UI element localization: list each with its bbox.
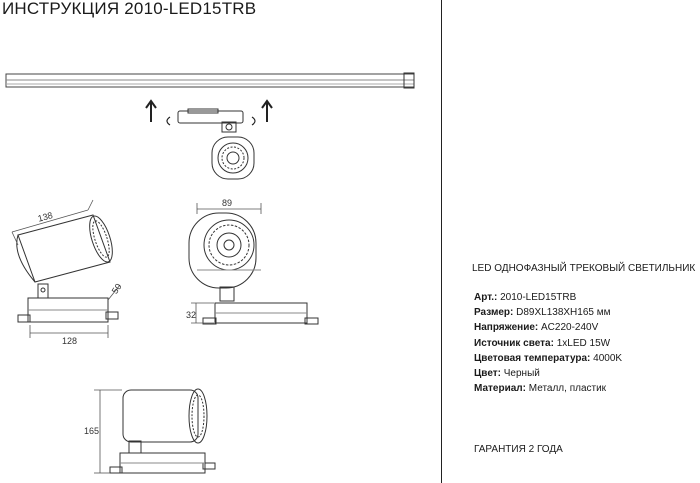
- spec-row: Материал: Металл, пластик: [474, 383, 607, 395]
- technical-drawing: 138 50 128 89 32 165: [5, 72, 415, 474]
- rotate-arrow-icon: [166, 116, 256, 126]
- spotlight-front-small: [211, 131, 255, 180]
- column-divider: [441, 0, 442, 483]
- label-89: 89: [222, 198, 232, 208]
- label-50: 50: [110, 282, 124, 296]
- label-138: 138: [37, 210, 54, 224]
- dimension-50: [107, 284, 121, 301]
- track-rail: [5, 72, 415, 89]
- spec-row: Цвет: Черный: [474, 368, 540, 380]
- spec-row: Арт.: 2010-LED15TRB: [474, 292, 577, 303]
- spec-list: Арт.: 2010-LED15TRB Размер: D89XL138XH16…: [474, 290, 622, 396]
- track-adapter-top: [177, 108, 244, 133]
- spec-row: Источник света: 1xLED 15W: [474, 337, 611, 349]
- spec-row: Напряжение: AC220-240V: [474, 322, 599, 334]
- spotlight-side-view: [16, 214, 119, 323]
- up-arrow-icon: [145, 99, 273, 122]
- product-heading: LED ОДНОФАЗНЫЙ ТРЕКОВЫЙ СВЕТИЛЬНИК: [472, 263, 696, 274]
- dimension-89: [196, 203, 262, 214]
- spotlight-side-view-bottom: [109, 388, 216, 474]
- page-title: ИНСТРУКЦИЯ 2010-LED15TRB: [2, 0, 257, 18]
- dimension-128: [29, 325, 109, 338]
- dimension-138: [11, 199, 94, 246]
- dimension-32: [191, 302, 214, 324]
- label-32: 32: [186, 310, 196, 320]
- label-128: 128: [62, 336, 77, 346]
- spec-row: Цветовая температура: 4000K: [474, 352, 623, 364]
- spotlight-front-view: [188, 212, 319, 325]
- dimension-165: [94, 389, 122, 474]
- warranty-text: ГАРАНТИЯ 2 ГОДА: [474, 444, 563, 455]
- spec-row: Размер: D89XL138XH165 мм: [474, 307, 611, 319]
- label-165: 165: [84, 426, 99, 436]
